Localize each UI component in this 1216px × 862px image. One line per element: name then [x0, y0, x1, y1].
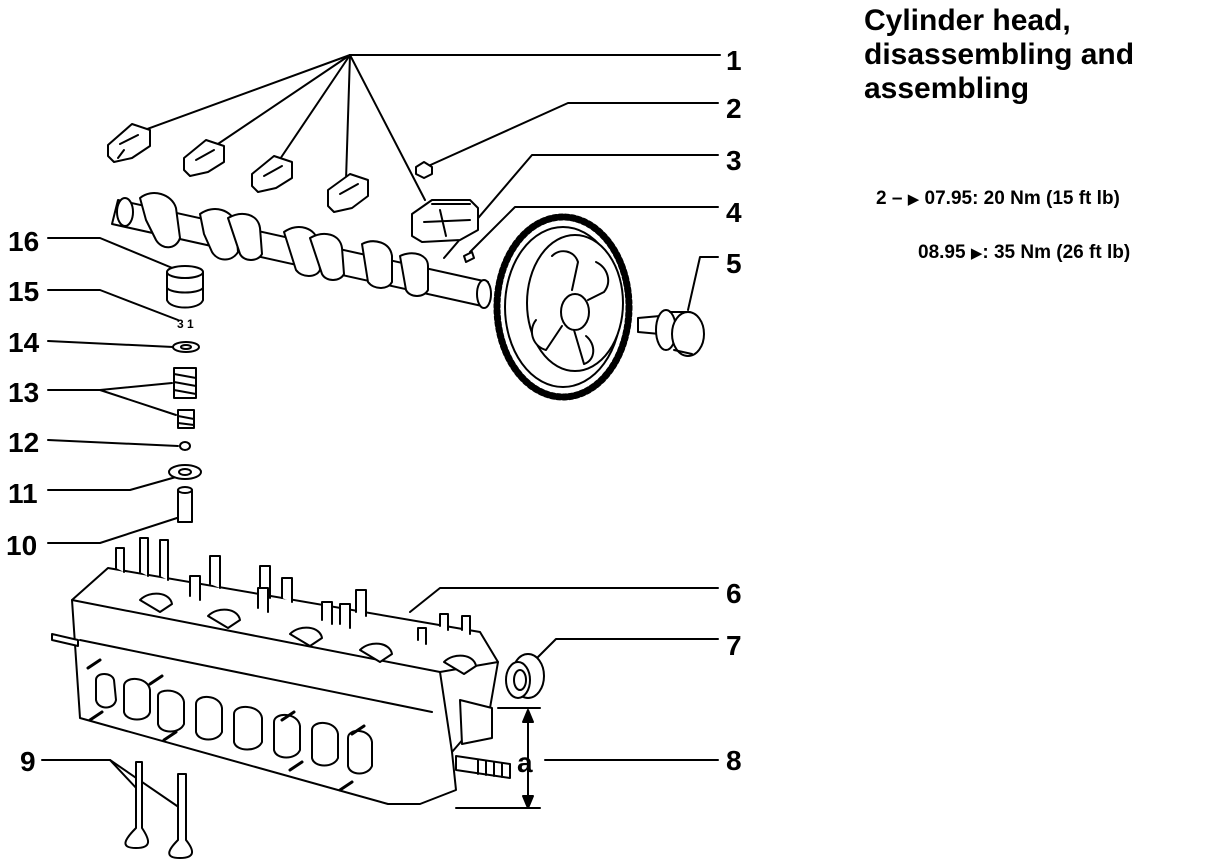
- valve-train-stack: 3 1: [166, 265, 204, 523]
- stem-seal: [179, 441, 191, 451]
- page-title: Cylinder head, disassembling and assembl…: [864, 4, 1204, 106]
- callout-14: 14: [8, 327, 40, 358]
- spec-prefix: 08.95: [918, 242, 966, 263]
- oil-seal: [505, 653, 545, 699]
- callout-15: 15: [8, 276, 39, 307]
- callout-1: 1: [726, 45, 742, 76]
- cylinder-head: [51, 537, 499, 805]
- title-line-3: assembling: [864, 72, 1030, 105]
- callout-13: 13: [8, 377, 39, 408]
- bolt: [415, 161, 433, 179]
- title-line-1: Cylinder head,: [864, 4, 1071, 37]
- callout-6: 6: [726, 578, 742, 609]
- arrow-icon: ▶: [970, 245, 983, 262]
- callout-10: 10: [6, 530, 37, 561]
- bearing-cap: [107, 123, 151, 163]
- dimension-a: [455, 707, 541, 809]
- camshaft: [111, 192, 492, 309]
- callout-5: 5: [726, 248, 742, 279]
- title-line-2: disassembling and: [864, 38, 1135, 71]
- hydraulic-lifter: [166, 265, 204, 309]
- callout-7: 7: [726, 630, 742, 661]
- bearing-cap: [411, 199, 479, 243]
- callout-2: 2: [726, 93, 742, 124]
- stud: [455, 755, 511, 779]
- spec-value: : 35 Nm (26 ft lb): [982, 242, 1131, 263]
- bearing-cap: [183, 139, 225, 177]
- callout-12: 12: [8, 427, 39, 458]
- callout-9: 9: [20, 746, 36, 777]
- spec-value: 07.95: 20 Nm (15 ft lb): [924, 188, 1120, 209]
- bearing-caps: [107, 123, 479, 243]
- callout-4: 4: [726, 197, 742, 228]
- key: [463, 251, 475, 263]
- valves: [124, 761, 193, 859]
- callout-16: 16: [8, 226, 39, 257]
- valve-springs: [173, 367, 197, 429]
- spec-prefix: 2 –: [876, 188, 903, 209]
- bearing-cap: [251, 155, 293, 193]
- arrow-icon: ▶: [907, 191, 920, 208]
- callout-3: 3: [726, 145, 742, 176]
- leader-lines: [41, 54, 721, 809]
- callout-11: 11: [8, 478, 38, 509]
- callout-numbers: 1 2 3 4 5 6 7 8 9 10 11 12 13 14 15 16 a: [6, 45, 742, 778]
- torque-spec-early: 2 – ▶ 07.95: 20 Nm (15 ft lb): [876, 188, 1120, 210]
- camshaft-sprocket: [493, 213, 633, 401]
- valve-guide: [177, 486, 193, 523]
- sprocket-bolt: [637, 309, 705, 357]
- callout-8: 8: [726, 745, 742, 776]
- valve-collets: 3 1: [177, 317, 194, 331]
- dimension-label-a: a: [517, 747, 533, 778]
- torque-spec-late: 08.95 ▶: 35 Nm (26 ft lb): [918, 242, 1130, 264]
- bearing-cap: [327, 173, 369, 213]
